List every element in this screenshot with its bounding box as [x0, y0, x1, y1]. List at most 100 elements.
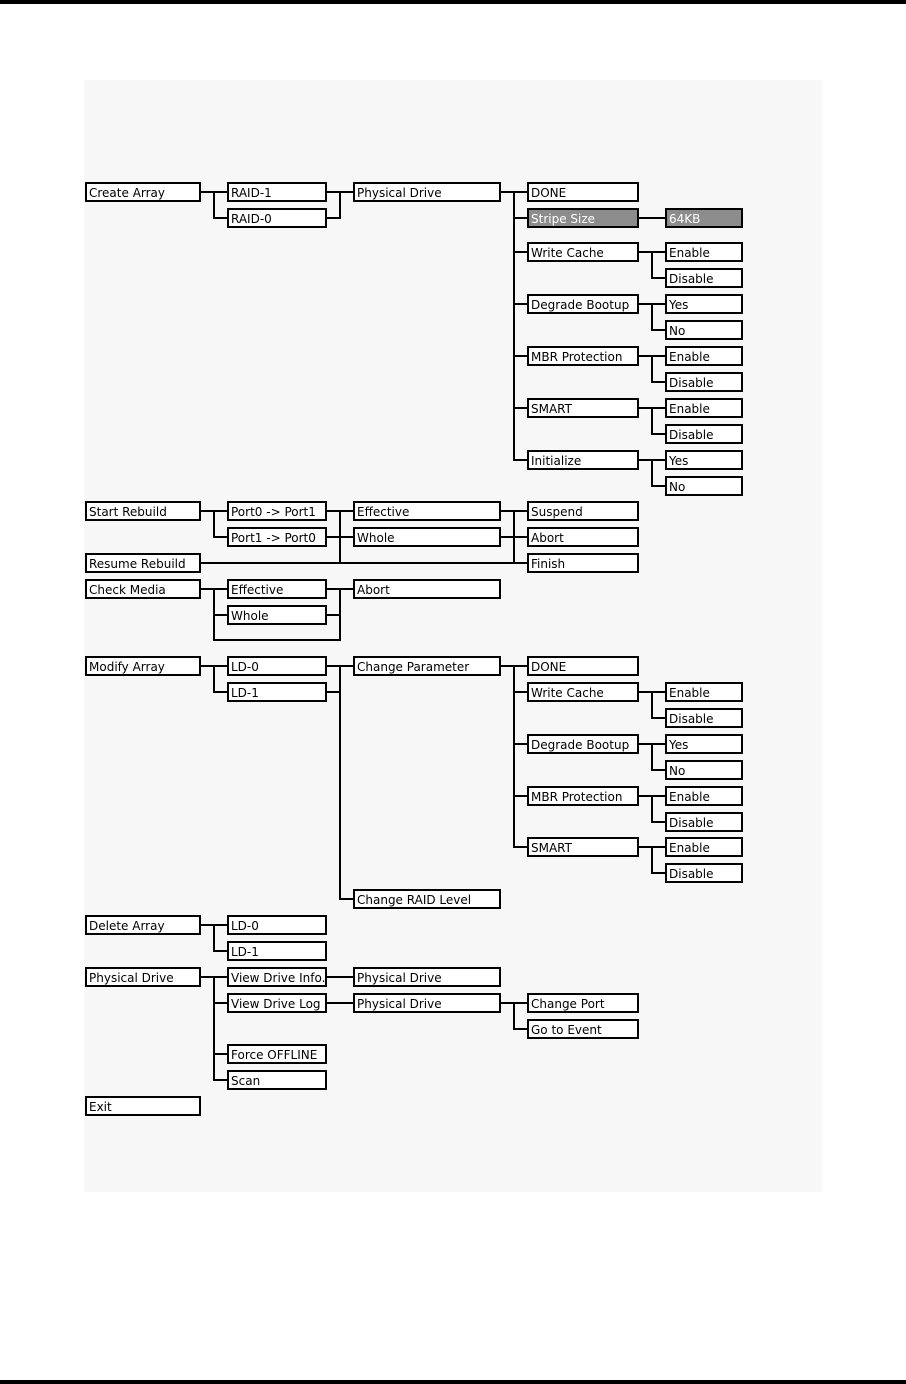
create-mbr-protection-frame: [527, 346, 639, 366]
initialize-no-box: No: [665, 476, 743, 496]
view-drive-log-label: View Drive Log: [231, 997, 321, 1011]
modify-write-cache-disable-label: Disable: [669, 712, 714, 726]
modify-array-label: Modify Array: [89, 660, 165, 674]
check-effective-box: Effective: [227, 579, 327, 599]
exit-label: Exit: [89, 1100, 112, 1114]
view-drive-info-frame: [227, 967, 327, 987]
create-mbr-disable-box: Disable: [665, 372, 743, 392]
create-degrade-yes-frame: [665, 294, 743, 314]
finish-frame: [527, 553, 639, 573]
view-drive-log-box: View Drive Log: [227, 993, 327, 1013]
finish-box: Finish: [527, 553, 639, 573]
modify-ld1-box: LD-1: [227, 682, 327, 702]
create-physical-drive-box: Physical Drive: [353, 182, 501, 202]
create-write-cache-enable-label: Enable: [669, 246, 710, 260]
connector-line: [651, 744, 666, 771]
modify-array-frame: [85, 656, 201, 676]
change-parameter-box: Change Parameter: [353, 656, 501, 676]
info-physical-drive-box: Physical Drive: [353, 967, 501, 987]
create-mbr-enable-box: Enable: [665, 346, 743, 366]
create-write-cache-disable-box: Disable: [665, 268, 743, 288]
create-smart-enable-frame: [665, 398, 743, 418]
modify-write-cache-disable-frame: [665, 708, 743, 728]
rebuild-whole-frame: [353, 527, 501, 547]
modify-degrade-bootup-frame: [527, 734, 639, 754]
create-write-cache-box: Write Cache: [527, 242, 639, 262]
change-parameter-frame: [353, 656, 501, 676]
exit-frame: [85, 1096, 201, 1116]
create-done-label: DONE: [531, 186, 566, 200]
check-whole-box: Whole: [227, 605, 327, 625]
initialize-no-frame: [665, 476, 743, 496]
resume-rebuild-frame: [85, 553, 201, 573]
modify-write-cache-box: Write Cache: [527, 682, 639, 702]
modify-mbr-enable-label: Enable: [669, 790, 710, 804]
change-port-frame: [527, 993, 639, 1013]
connector-line: [200, 510, 228, 538]
modify-mbr-disable-label: Disable: [669, 816, 714, 830]
change-raid-level-label: Change RAID Level: [357, 893, 471, 907]
log-physical-drive-frame: [353, 993, 501, 1013]
delete-ld0-frame: [227, 915, 327, 935]
go-to-event-frame: [527, 1019, 639, 1039]
stripe-size-frame: [527, 208, 639, 228]
modify-array-box: Modify Array: [85, 656, 201, 676]
create-degrade-no-frame: [665, 320, 743, 340]
create-degrade-bootup-frame: [527, 294, 639, 314]
raid1-label: RAID-1: [231, 186, 272, 200]
initialize-yes-label: Yes: [668, 454, 688, 468]
modify-mbr-protection-frame: [527, 786, 639, 806]
modify-done-label: DONE: [531, 660, 566, 674]
modify-mbr-protection-box: MBR Protection: [527, 786, 639, 806]
initialize-label: Initialize: [531, 454, 581, 468]
create-degrade-bootup-label: Degrade Bootup: [531, 298, 629, 312]
info-physical-drive-frame: [353, 967, 501, 987]
modify-smart-disable-frame: [665, 863, 743, 883]
check-effective-frame: [227, 579, 327, 599]
exit-box: Exit: [85, 1096, 201, 1116]
stripe-size-label: Stripe Size: [531, 212, 595, 226]
change-parameter-label: Change Parameter: [357, 660, 469, 674]
create-array-label: Create Array: [89, 186, 165, 200]
stripe-value-box: 64KB: [665, 208, 743, 228]
force-offline-label: Force OFFLINE: [231, 1048, 317, 1062]
suspend-label: Suspend: [531, 505, 583, 519]
modify-write-cache-frame: [527, 682, 639, 702]
connector-line: [500, 191, 528, 461]
check-abort-frame: [353, 579, 501, 599]
modify-ld1-frame: [227, 682, 327, 702]
connector-line: [326, 191, 341, 219]
connector-line: [651, 252, 666, 279]
connector-line: [651, 847, 666, 874]
start-rebuild-box: Start Rebuild: [85, 501, 201, 521]
modify-smart-enable-box: Enable: [665, 837, 743, 857]
create-done-frame: [527, 182, 639, 202]
connector-line: [339, 666, 354, 900]
create-smart-disable-label: Disable: [669, 428, 714, 442]
modify-mbr-disable-frame: [665, 812, 743, 832]
port0-port1-box: Port0 -> Port1: [227, 501, 327, 521]
modify-write-cache-enable-frame: [665, 682, 743, 702]
raid1-frame: [227, 182, 327, 202]
connector-line: [651, 356, 666, 383]
rebuild-abort-label: Abort: [531, 531, 564, 545]
create-degrade-yes-label: Yes: [668, 298, 688, 312]
create-write-cache-enable-frame: [665, 242, 743, 262]
delete-ld1-label: LD-1: [231, 945, 259, 959]
create-write-cache-enable-box: Enable: [665, 242, 743, 262]
modify-mbr-disable-box: Disable: [665, 812, 743, 832]
create-physical-drive-label: Physical Drive: [357, 186, 442, 200]
resume-rebuild-box: Resume Rebuild: [85, 553, 201, 573]
port0-port1-frame: [227, 501, 327, 521]
modify-write-cache-enable-label: Enable: [669, 686, 710, 700]
port0-port1-label: Port0 -> Port1: [231, 505, 316, 519]
resume-rebuild-label: Resume Rebuild: [89, 557, 186, 571]
create-mbr-protection-box: MBR Protection: [527, 346, 639, 366]
create-degrade-bootup-box: Degrade Bootup: [527, 294, 639, 314]
suspend-box: Suspend: [527, 501, 639, 521]
modify-degrade-bootup-box: Degrade Bootup: [527, 734, 639, 754]
create-degrade-no-box: No: [665, 320, 743, 340]
create-smart-disable-box: Disable: [665, 424, 743, 444]
modify-done-box: DONE: [527, 656, 639, 676]
